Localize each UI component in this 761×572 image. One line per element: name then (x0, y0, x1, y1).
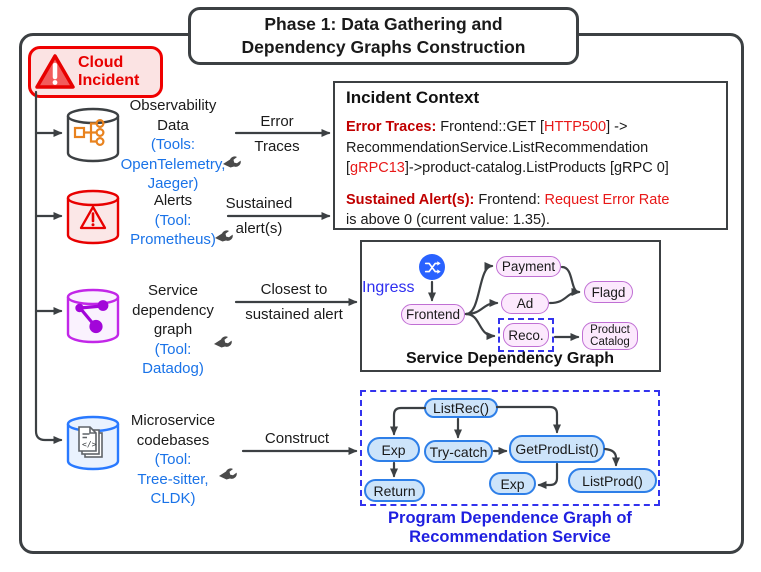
source-observability: Observability Data (Tools: OpenTelemetry… (107, 96, 239, 194)
graph-nodes-glyph (75, 300, 109, 334)
ingress-label: Ingress (362, 279, 415, 296)
program-dependence-graph-box (360, 390, 660, 506)
cloud-incident-badge: Cloud Incident (28, 46, 163, 98)
service-graph-database-icon (66, 288, 120, 344)
source-observability-tools: (Tools: OpenTelemetry, Jaeger) (120, 136, 226, 192)
wrench-icon (219, 468, 237, 480)
sdg-node-ad: Ad (501, 293, 549, 314)
reco-highlight-box (498, 318, 554, 352)
source-service-dependency-graph: Service dependency graph (Tool: Datadog) (107, 281, 239, 379)
sdg-node-reco: Reco. (503, 323, 549, 347)
warning-triangle-icon (35, 54, 75, 89)
code-documents-glyph: </> (78, 426, 103, 458)
sustained-alert-text: Sustained Alert(s): Frontend: Request Er… (346, 191, 670, 229)
telemetry-tree-glyph (73, 119, 105, 146)
source-alerts-label: Alerts (153, 192, 193, 209)
sdg-node-product-catalog: Product Catalog (582, 322, 638, 350)
wrench-icon (215, 230, 233, 242)
phase-title-box: Phase 1: Data Gathering and Dependency G… (188, 7, 579, 65)
arrow-label-closest-alert: Closest to sustained alert (245, 281, 343, 323)
codebase-database-icon: </> (66, 415, 120, 471)
pdg-node-trycatch: Try-catch (424, 440, 493, 463)
pdg-node-exp1: Exp (367, 437, 420, 462)
source-alerts: Alerts (Tool: Prometheus) (107, 191, 239, 250)
pdg-node-listprod: ListProd() (568, 468, 657, 493)
arrow-label-sustained-alerts: Sustained alert(s) (225, 195, 293, 237)
sdg-node-payment: Payment (496, 256, 561, 277)
source-microservice-codebases: Microservice codebases (Tool: Tree-sitte… (107, 411, 239, 509)
pdg-node-getprodlist: GetProdList() (509, 435, 605, 463)
source-observability-label: Observability Data (129, 97, 217, 134)
source-sdg-label: Service dependency graph (132, 282, 214, 338)
source-sdg-tools: (Tool: Datadog) (142, 340, 204, 378)
observability-database-icon (66, 107, 120, 163)
incident-context-title: Incident Context (346, 88, 480, 107)
sdg-node-frontend: Frontend (401, 304, 465, 325)
wrench-icon (223, 156, 241, 168)
sdg-caption: Service Dependency Graph (405, 350, 615, 367)
incident-context-box: Incident Context Error Traces: Frontend:… (333, 81, 728, 230)
sdg-node-flagd: Flagd (584, 281, 633, 303)
error-traces-text: Error Traces: Frontend::GET [HTTP500] ->… (346, 119, 669, 176)
ingress-node (419, 254, 445, 280)
shuffle-icon (424, 260, 441, 274)
phase-title: Phase 1: Data Gathering and Dependency G… (241, 14, 526, 57)
pdg-node-listrec: ListRec() (424, 398, 498, 418)
alert-triangle-glyph (79, 205, 107, 230)
svg-text:</>: </> (82, 440, 97, 449)
cloud-incident-label: Cloud Incident (78, 54, 140, 89)
wrench-icon (214, 336, 232, 348)
source-codebases-tools: (Tool: Tree-sitter, CLDK) (137, 451, 209, 507)
pdg-caption: Program Dependence Graph of Recommendati… (388, 509, 632, 546)
alerts-database-icon (66, 189, 120, 245)
pdg-node-return: Return (364, 479, 425, 502)
pdg-node-exp2: Exp (489, 472, 536, 495)
source-alerts-tools: (Tool: Prometheus) (130, 211, 216, 249)
arrow-label-error-traces: Error Traces (254, 113, 300, 155)
source-codebases-label: Microservice codebases (130, 412, 216, 449)
arrow-label-construct: Construct (264, 430, 330, 447)
